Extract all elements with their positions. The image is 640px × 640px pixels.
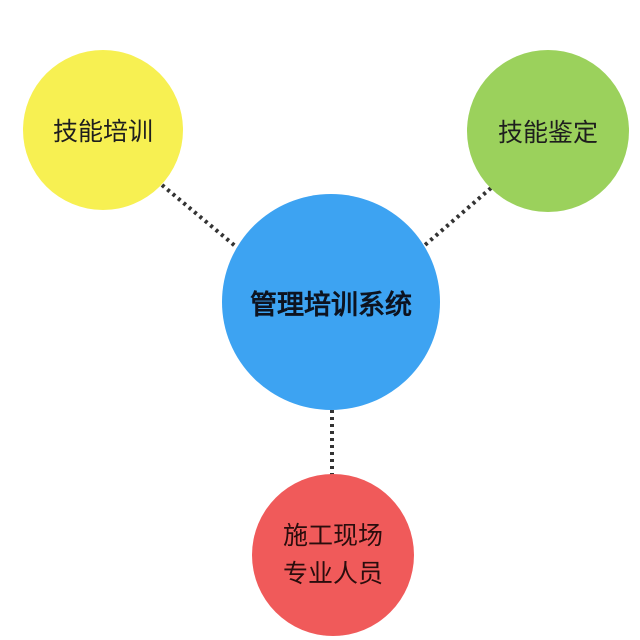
- node-label-line-2: 专业人员: [282, 559, 383, 588]
- connector-center-to-top-left: [160, 183, 242, 252]
- connector-center-to-top-right: [423, 186, 493, 247]
- node-label-line-1: 施工现场: [282, 521, 383, 550]
- node-skill-training: 技能培训: [23, 50, 183, 210]
- node-label: 技能鉴定: [497, 118, 598, 147]
- node-site-professionals: 施工现场 专业人员: [252, 474, 414, 636]
- node-skill-appraisal: 技能鉴定: [467, 50, 629, 212]
- center-label: 管理培训系统: [250, 289, 412, 321]
- node-center-management-training-system: 管理培训系统: [222, 194, 440, 410]
- node-label: 技能培训: [52, 117, 153, 146]
